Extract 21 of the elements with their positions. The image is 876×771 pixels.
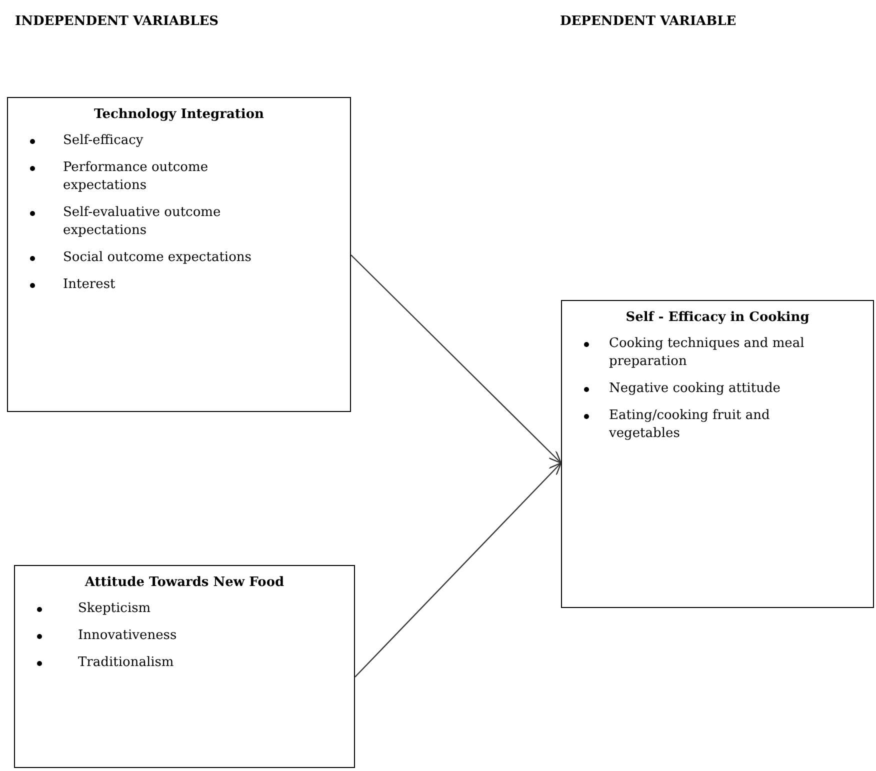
- list-item-text: Traditionalism: [78, 654, 175, 672]
- list-item-text: Innovativeness: [78, 627, 178, 645]
- list-item-text: Social outcome expectations: [63, 249, 252, 267]
- column-heading: DEPENDENT VARIABLE: [560, 13, 736, 31]
- variable-box: [561, 300, 874, 608]
- box-heading: Attitude Towards New Food: [84, 574, 286, 592]
- list-item-text: Negative cooking attitude: [609, 380, 782, 398]
- list-item-text: Interest: [63, 276, 116, 294]
- list-item-text: Cooking techniques and meal preparation: [609, 335, 806, 371]
- list-item-text: Performance outcome expectations: [63, 159, 210, 195]
- box-heading: Technology Integration: [93, 106, 265, 124]
- list-item-text: Self-evaluative outcome expectations: [63, 204, 222, 240]
- list-item-text: Self-efficacy: [63, 132, 144, 150]
- arrow: [350, 254, 562, 464]
- variable-box: [14, 565, 355, 768]
- list-item-text: Skepticism: [78, 600, 152, 618]
- list-item-text: Eating/cooking fruit and vegetables: [609, 407, 771, 443]
- box-heading: Self - Efficacy in Cooking: [624, 309, 810, 327]
- variable-box: [7, 97, 351, 412]
- column-heading: INDEPENDENT VARIABLES: [15, 13, 219, 31]
- arrow: [354, 462, 562, 678]
